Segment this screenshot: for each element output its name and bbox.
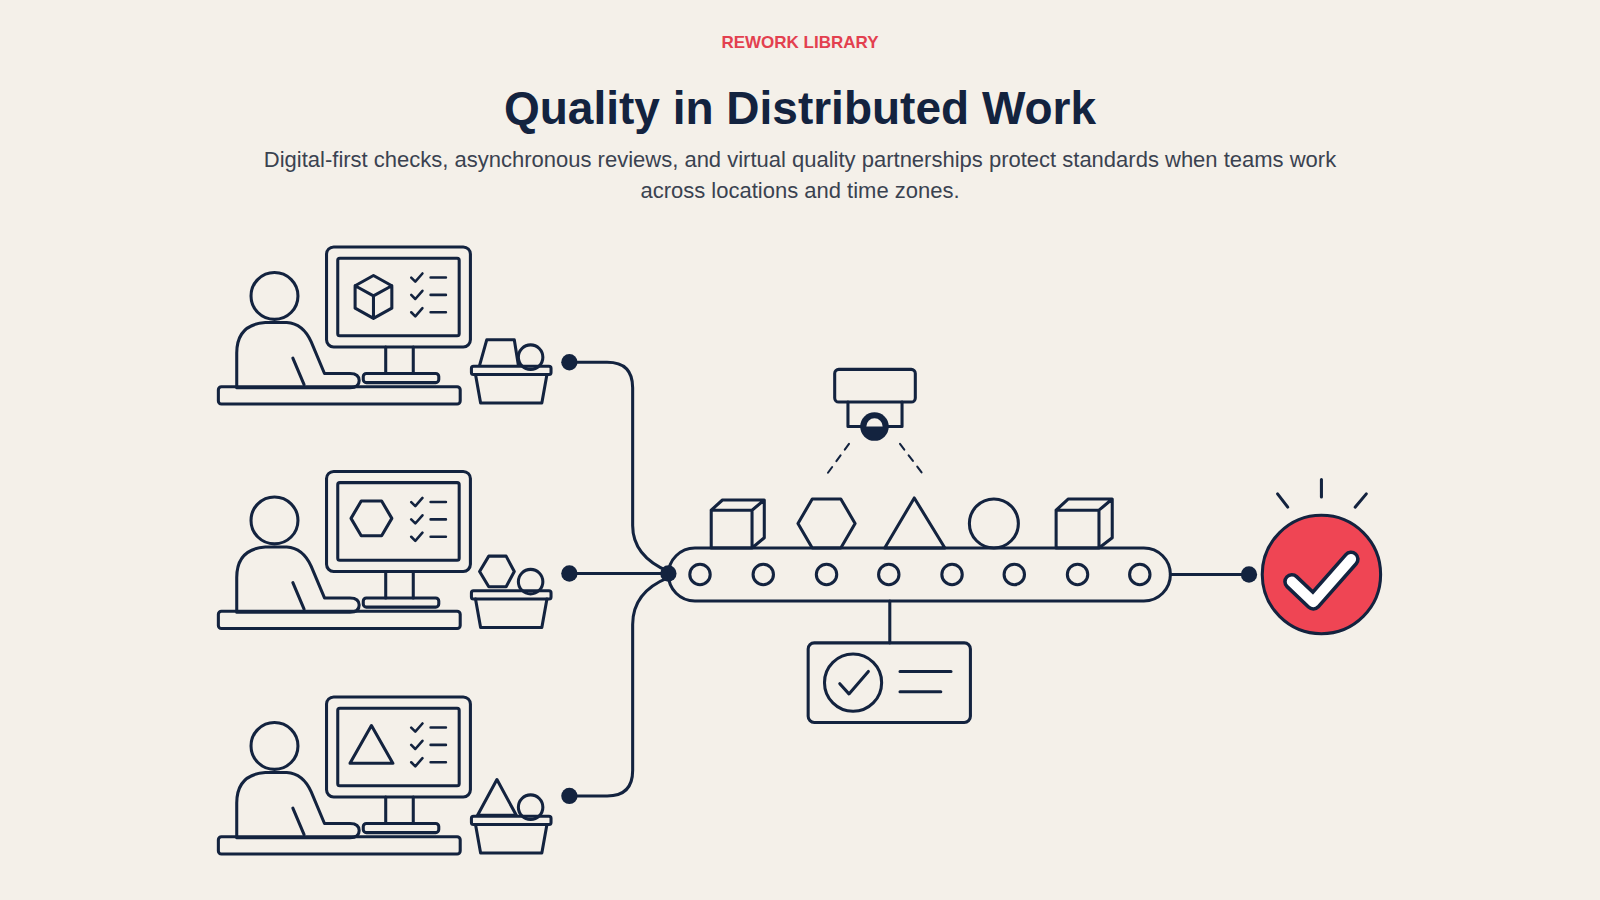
wire-dot — [1241, 566, 1257, 582]
conveyor-belt — [668, 548, 1170, 601]
wire-dot — [561, 354, 577, 370]
wire-dot — [561, 788, 577, 804]
cube-item — [1056, 499, 1112, 548]
basket-item — [480, 340, 519, 366]
monitor — [327, 247, 471, 347]
report-check-circle — [824, 654, 881, 711]
approval-badge — [1262, 515, 1380, 633]
monitor-base — [363, 823, 439, 832]
basket-item — [480, 556, 515, 587]
basket — [476, 599, 547, 628]
triangle-icon — [350, 726, 393, 764]
monitor-base — [363, 598, 439, 607]
monitor-stand — [386, 797, 414, 824]
worker-arm — [293, 583, 304, 610]
circle-item — [969, 499, 1018, 548]
monitor-stand — [386, 347, 414, 374]
checklist-icon — [411, 498, 446, 541]
camera-view-line — [824, 444, 925, 478]
report-lines — [900, 671, 951, 691]
monitor-base — [363, 373, 439, 382]
worker-head — [251, 272, 298, 319]
monitor-screen — [338, 258, 459, 336]
worker-arm — [293, 358, 304, 385]
checklist-icon — [411, 273, 446, 316]
conveyor-roller — [753, 564, 773, 584]
conveyor-roller — [942, 564, 962, 584]
desk — [218, 611, 460, 628]
workstation — [218, 471, 551, 628]
output-wire — [1170, 573, 1249, 576]
feed-wire — [569, 362, 668, 571]
conveyor-roller — [816, 564, 836, 584]
checklist-icon — [411, 723, 446, 766]
basket-item — [478, 780, 517, 816]
worker-head — [251, 722, 298, 769]
basket-rim — [471, 591, 551, 599]
basket — [476, 824, 547, 853]
page-title: Quality in Distributed Work — [0, 80, 1600, 136]
approval-check-outline — [1292, 559, 1351, 602]
basket-rim — [471, 366, 551, 374]
worker-head — [251, 497, 298, 544]
worker-body — [237, 547, 359, 612]
monitor-stand — [386, 571, 414, 598]
lens-glint — [866, 418, 882, 426]
cube-icon — [355, 276, 392, 319]
eyebrow-label: REWORK LIBRARY — [0, 33, 1600, 53]
triangle-item — [885, 498, 945, 548]
desk — [218, 837, 460, 854]
monitor — [327, 471, 471, 571]
basket — [476, 374, 547, 403]
conveyor-roller — [690, 564, 710, 584]
basket-rim — [471, 816, 551, 824]
conveyor-roller — [1004, 564, 1024, 584]
conveyor-roller — [1130, 564, 1150, 584]
feed-wire — [569, 578, 668, 796]
report-wire — [888, 601, 891, 643]
monitor-screen — [338, 483, 459, 561]
camera-housing — [835, 369, 916, 402]
worker-body — [237, 772, 359, 837]
conveyor-roller — [1067, 564, 1087, 584]
approval-check — [1292, 559, 1351, 602]
monitor — [327, 697, 471, 797]
conveyor-roller — [879, 564, 899, 584]
hexagon-item — [798, 499, 855, 548]
monitor-screen — [338, 708, 459, 786]
worker-arm — [293, 808, 304, 835]
approval-rays — [1278, 480, 1367, 508]
cube-item — [711, 500, 764, 548]
report-check — [840, 671, 869, 693]
desk — [218, 387, 460, 404]
worker-body — [237, 322, 359, 387]
wire-dot — [561, 565, 577, 581]
camera-lens — [860, 412, 889, 441]
workstation — [218, 697, 551, 854]
hexagon-icon — [351, 501, 392, 536]
report-card — [808, 643, 970, 723]
workstation — [218, 247, 551, 404]
feed-wire — [569, 572, 668, 575]
page-caption: Digital-first checks, asynchronous revie… — [230, 144, 1370, 206]
